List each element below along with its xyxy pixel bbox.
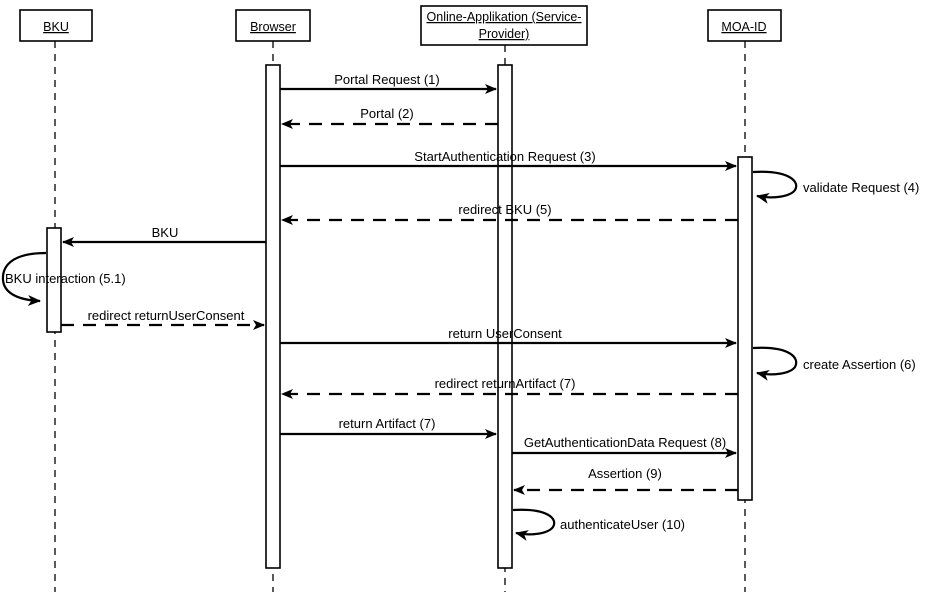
self-message-label-bku-interaction: BKU interaction (5.1) [5, 271, 126, 286]
message-label-return-artifact: return Artifact (7) [339, 416, 436, 431]
activation-bar-moaid[interactable] [737, 156, 753, 501]
message-label-portal-request: Portal Request (1) [334, 72, 440, 87]
activation-bar-bku[interactable] [46, 227, 62, 333]
self-message-label-authenticate-user: authenticateUser (10) [560, 517, 685, 532]
message-label-bku: BKU [152, 225, 179, 240]
message-label-redirect-returnartifact: redirect returnArtifact (7) [435, 376, 576, 391]
self-message-label-validate-request: validate Request (4) [803, 180, 919, 195]
participant-box-oa[interactable] [420, 5, 588, 46]
message-label-assertion: Assertion (9) [588, 466, 662, 481]
participant-label-bku: BKU [43, 20, 69, 34]
message-label-getauthdata-request: GetAuthenticationData Request (8) [524, 435, 726, 450]
message-label-startauth-request: StartAuthentication Request (3) [414, 149, 595, 164]
participant-box-bku[interactable] [19, 9, 93, 42]
participant-label-moaid: MOA-ID [721, 20, 766, 34]
participant-label-oa-line1: Online-Applikation (Service- [427, 10, 582, 24]
activation-bar-browser[interactable] [265, 64, 281, 569]
self-message-arrow-bku-interaction[interactable] [1, 251, 47, 306]
participant-box-browser[interactable] [235, 9, 311, 42]
message-label-redirect-returnuserconsent: redirect returnUserConsent [88, 308, 245, 323]
self-message-arrow-validate-request[interactable] [752, 170, 798, 204]
message-label-return-userconsent: return UserConsent [448, 326, 562, 341]
message-label-portal: Portal (2) [360, 106, 413, 121]
activation-bar-oa[interactable] [497, 64, 513, 569]
participant-box-moaid[interactable] [707, 9, 782, 42]
self-message-label-create-assertion: create Assertion (6) [803, 357, 916, 372]
self-message-arrow-create-assertion[interactable] [752, 346, 798, 381]
message-label-redirect-bku: redirect BKU (5) [458, 202, 551, 217]
participant-label-oa-line2: Provider) [479, 27, 530, 41]
participant-label-browser: Browser [250, 20, 296, 34]
self-message-arrow-authenticate-user[interactable] [512, 508, 556, 541]
